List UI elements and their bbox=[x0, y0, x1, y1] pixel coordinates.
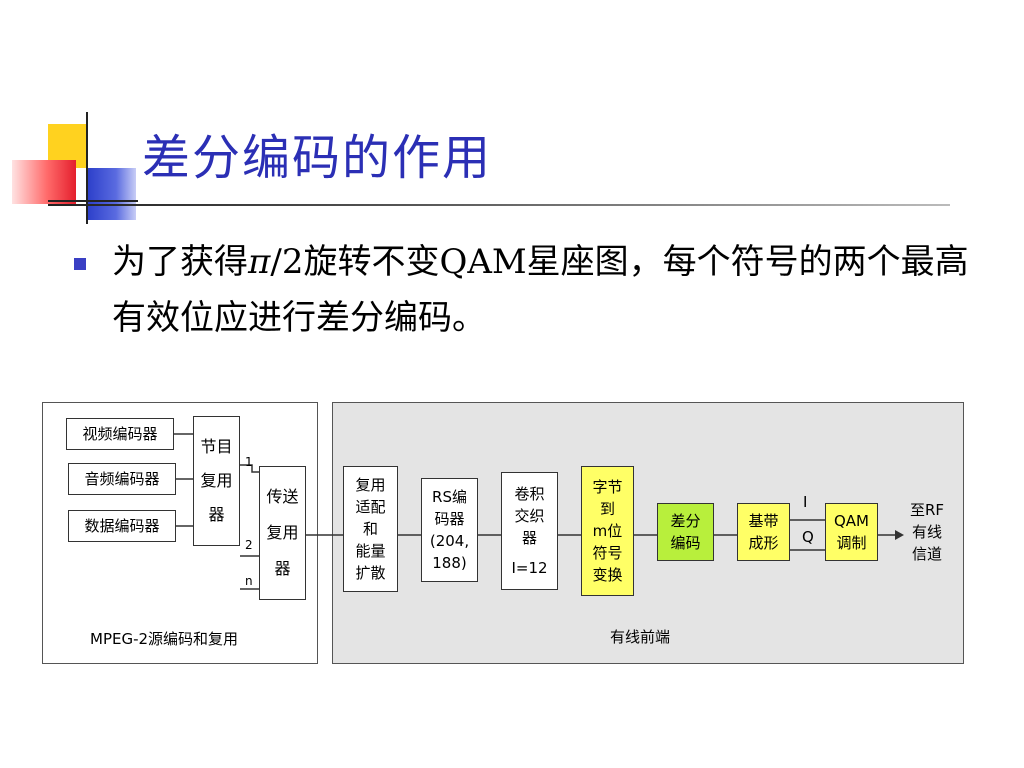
mux-adapt-line-3: 和 bbox=[362, 520, 378, 538]
qam-line-1: QAM bbox=[833, 512, 869, 530]
mux-adapt-energy-dispersal-box: 复用 适配 和 能量 扩散 bbox=[343, 466, 398, 592]
convolutional-interleaver-box: 卷积 交织 器 I=12 bbox=[501, 472, 558, 590]
byte-to-symbol-box: 字节 到 m位 符号 变换 bbox=[581, 466, 634, 596]
video-encoder-label: 视频编码器 bbox=[82, 425, 158, 443]
interleaver-line-4: I=12 bbox=[511, 559, 548, 577]
transport-mux-line-3: 器 bbox=[274, 559, 291, 578]
title-deco-red-square bbox=[12, 160, 76, 204]
mux-adapt-line-1: 复用 bbox=[355, 476, 386, 494]
audio-encoder-box: 音频编码器 bbox=[68, 463, 176, 495]
bullet-pi: π bbox=[248, 242, 271, 282]
rs-encoder-line-4: 188) bbox=[432, 554, 467, 572]
rs-encoder-box: RS编 码器 (204, 188) bbox=[421, 478, 478, 582]
rf-output-label: 至RF 有线 信道 bbox=[910, 499, 944, 565]
mux-adapt-line-2: 适配 bbox=[355, 498, 386, 516]
data-encoder-label: 数据编码器 bbox=[84, 517, 160, 535]
transport-mux-line-2: 复用 bbox=[266, 523, 299, 542]
source-coding-panel-label: MPEG-2源编码和复用 bbox=[90, 630, 239, 648]
byte-to-symbol-line-5: 变换 bbox=[592, 566, 623, 584]
program-mux-line-1: 节目 bbox=[200, 437, 233, 456]
bullet-part1: 为了获得 bbox=[112, 242, 248, 282]
q-channel-label: Q bbox=[802, 528, 814, 546]
mux-adapt-line-4: 能量 bbox=[355, 542, 386, 560]
diff-encoder-line-1: 差分 bbox=[670, 512, 701, 530]
mux-adapt-line-5: 扩散 bbox=[355, 564, 386, 582]
transport-mux-line-1: 传送 bbox=[266, 487, 299, 506]
byte-to-symbol-line-3: m位 bbox=[592, 522, 623, 540]
title-underline bbox=[48, 204, 950, 206]
rf-output-line-2: 有线 bbox=[912, 523, 943, 541]
baseband-line-1: 基带 bbox=[748, 512, 779, 530]
interleaver-line-1: 卷积 bbox=[514, 485, 545, 503]
differential-encoder-box: 差分 编码 bbox=[657, 503, 714, 561]
rf-output-line-3: 信道 bbox=[912, 545, 943, 563]
bullet-text: 为了获得π/2旋转不变QAM星座图，每个符号的两个最高有效位应进行差分编码。 bbox=[112, 234, 972, 346]
cable-headend-panel-label: 有线前端 bbox=[610, 628, 671, 646]
data-encoder-box: 数据编码器 bbox=[68, 510, 176, 542]
i-channel-label: I bbox=[803, 493, 808, 511]
byte-to-symbol-line-1: 字节 bbox=[592, 478, 623, 496]
program-mux-line-3: 器 bbox=[208, 505, 225, 524]
baseband-shaping-box: 基带 成形 bbox=[737, 503, 790, 561]
rs-encoder-line-2: 码器 bbox=[434, 510, 465, 528]
title-deco-blue-square bbox=[86, 168, 136, 220]
port-label-n: n bbox=[245, 574, 253, 588]
bullet-part2: /2旋转不变QAM星座图，每个符号的两个最高有效位应进行差分编码。 bbox=[112, 242, 969, 338]
bullet-square-icon bbox=[74, 258, 86, 270]
program-mux-box: 节目 复用 器 bbox=[193, 416, 240, 546]
qam-line-2: 调制 bbox=[836, 534, 867, 552]
baseband-line-2: 成形 bbox=[748, 534, 779, 552]
title-deco-short-line bbox=[48, 200, 138, 202]
video-encoder-box: 视频编码器 bbox=[66, 418, 174, 450]
rs-encoder-line-3: (204, bbox=[429, 532, 470, 550]
slide-title: 差分编码的作用 bbox=[142, 130, 493, 186]
audio-encoder-label: 音频编码器 bbox=[84, 470, 160, 488]
title-deco-vertical-line bbox=[86, 112, 88, 224]
interleaver-line-2: 交织 bbox=[514, 507, 545, 525]
transport-mux-box: 传送 复用 器 bbox=[259, 466, 306, 600]
rs-encoder-line-1: RS编 bbox=[432, 488, 467, 506]
byte-to-symbol-line-4: 符号 bbox=[592, 544, 623, 562]
qam-modulator-box: QAM 调制 bbox=[825, 503, 878, 561]
program-mux-line-2: 复用 bbox=[200, 471, 233, 490]
interleaver-line-3: 器 bbox=[521, 529, 537, 547]
rf-output-line-1: 至RF bbox=[910, 501, 945, 519]
port-label-1: 1 bbox=[245, 455, 253, 469]
port-label-2: 2 bbox=[245, 538, 253, 552]
diff-encoder-line-2: 编码 bbox=[670, 534, 701, 552]
byte-to-symbol-line-2: 到 bbox=[599, 500, 615, 518]
